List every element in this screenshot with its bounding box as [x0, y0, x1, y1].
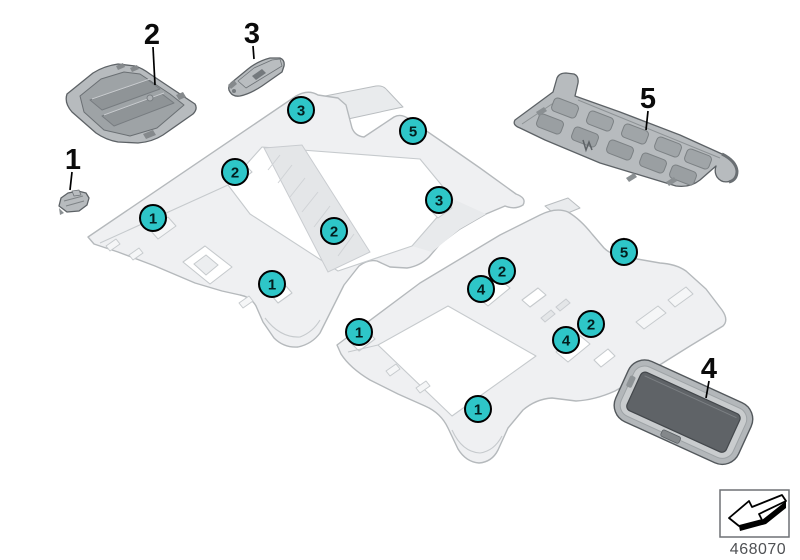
part-4-display-unit — [613, 359, 754, 466]
callout-circle — [467, 275, 495, 303]
part-1-bracket — [58, 189, 90, 215]
callout-circle — [139, 204, 167, 232]
callout-number: 3 — [435, 193, 443, 210]
diagram-number: 468070 — [730, 541, 786, 558]
callout-hotspot[interactable]: 1 — [139, 204, 167, 232]
part-label-5: 5 — [640, 83, 656, 115]
callout-hotspot[interactable]: 2 — [221, 158, 249, 186]
callout-number: 1 — [149, 211, 157, 228]
callout-hotspot[interactable]: 3 — [425, 186, 453, 214]
callout-number: 2 — [587, 317, 595, 334]
callout-number: 5 — [620, 245, 628, 262]
callout-hotspot[interactable]: 2 — [320, 217, 348, 245]
callout-hotspot[interactable]: 2 — [577, 310, 605, 338]
callout-circle — [287, 96, 315, 124]
callout-hotspot[interactable]: 1 — [258, 270, 286, 298]
callout-number: 1 — [355, 325, 363, 342]
callout-circle — [488, 257, 516, 285]
part-label-2: 2 — [144, 19, 160, 51]
callout-circle — [577, 310, 605, 338]
callout-hotspot[interactable]: 4 — [552, 326, 580, 354]
callout-hotspot[interactable]: 4 — [467, 275, 495, 303]
leader-line-1 — [69, 171, 73, 191]
callout-circle — [425, 186, 453, 214]
leader-line-3 — [252, 45, 255, 60]
callout-hotspot[interactable]: 2 — [488, 257, 516, 285]
part-label-1: 1 — [65, 144, 81, 176]
callout-number: 2 — [231, 165, 239, 182]
callout-number: 2 — [498, 264, 506, 281]
callout-circle — [610, 238, 638, 266]
callout-number: 1 — [268, 277, 276, 294]
callout-number: 2 — [330, 224, 338, 241]
part-3-sensor-unit — [228, 57, 285, 97]
callout-circle — [552, 326, 580, 354]
headliner-panel-rear — [336, 197, 727, 464]
part-5-trim-panel — [513, 72, 739, 188]
callout-number: 3 — [297, 103, 305, 120]
callout-circle — [258, 270, 286, 298]
part-label-3: 3 — [244, 18, 260, 50]
callout-hotspot[interactable]: 1 — [345, 318, 373, 346]
leader-line-4 — [705, 380, 710, 399]
callout-number: 4 — [477, 282, 486, 299]
callout-hotspot[interactable]: 5 — [399, 117, 427, 145]
callout-circle — [399, 117, 427, 145]
part-2-overhead-console — [65, 63, 197, 144]
callout-circle — [345, 318, 373, 346]
callout-number: 1 — [474, 402, 482, 419]
callout-circle — [320, 217, 348, 245]
callout-hotspot[interactable]: 1 — [464, 395, 492, 423]
callout-circle — [221, 158, 249, 186]
callout-hotspot[interactable]: 5 — [610, 238, 638, 266]
callout-hotspot[interactable]: 3 — [287, 96, 315, 124]
leader-line-5 — [645, 110, 649, 131]
callout-number: 4 — [562, 333, 571, 350]
part-label-4: 4 — [701, 353, 717, 385]
leader-line-2 — [152, 46, 156, 86]
direction-arrow-icon — [728, 494, 787, 531]
callout-circle — [464, 395, 492, 423]
callout-number: 5 — [409, 124, 417, 141]
legend-thumbnail — [719, 489, 790, 538]
